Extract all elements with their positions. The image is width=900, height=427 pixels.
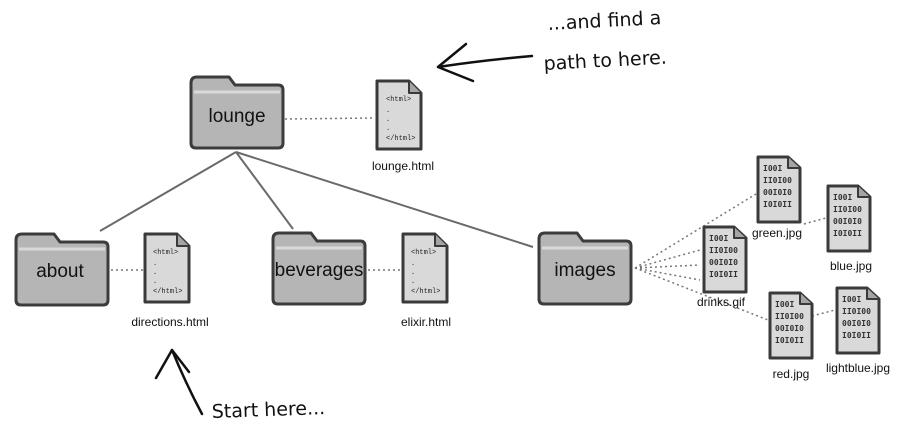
file-red-jpg: I00I II0I00 00I0I0 I0I0II red.jpg bbox=[768, 291, 814, 381]
edge-lounge-beverages bbox=[235, 151, 294, 230]
file-links bbox=[111, 117, 836, 321]
image-bits: II0I00 bbox=[709, 246, 738, 255]
arrow-left-icon bbox=[436, 54, 534, 69]
link-blue-jpg bbox=[803, 217, 827, 225]
link-red-jpg bbox=[634, 267, 769, 321]
link-drinks-gif-b bbox=[634, 264, 701, 269]
arrow-up-icon bbox=[170, 348, 204, 416]
file-green-jpg-label: green.jpg bbox=[752, 226, 802, 240]
link-lightblue-jpg bbox=[811, 309, 836, 317]
edge-lounge-about bbox=[99, 151, 237, 232]
annotation-bottom-text: Start here... bbox=[211, 397, 325, 423]
arrowhead-icon bbox=[154, 348, 191, 380]
image-bits: I00I bbox=[709, 234, 728, 243]
edge-lounge-images bbox=[235, 151, 534, 248]
image-bits: 00I0I0 bbox=[842, 319, 871, 328]
file-drinks-gif-label: drinks.gif bbox=[697, 295, 746, 309]
folder-lounge: lounge bbox=[189, 75, 285, 150]
folder-about-label: about bbox=[36, 261, 84, 282]
folder-beverages: beverages bbox=[271, 231, 367, 306]
file-drinks-gif: I00I II0I00 00I0I0 I0I0II drinks.gif bbox=[697, 225, 748, 309]
file-elixir-html: <html> . . . </html> elixir.html bbox=[401, 232, 451, 329]
code-dot: . bbox=[153, 278, 157, 286]
code-close-tag: </html> bbox=[153, 288, 182, 296]
code-open-tag: <html> bbox=[386, 96, 411, 104]
annotation-top-line2: path to here. bbox=[543, 47, 667, 75]
folder-images-label: images bbox=[554, 260, 615, 281]
code-dot: . bbox=[386, 107, 390, 115]
image-bits: II0I00 bbox=[833, 205, 862, 214]
code-open-tag: <html> bbox=[411, 249, 436, 257]
code-open-tag: <html> bbox=[153, 249, 178, 257]
image-bits: I0I0II bbox=[709, 270, 738, 279]
link-lounge-html bbox=[284, 117, 376, 120]
code-dot: . bbox=[386, 116, 390, 124]
link-drinks-gif-a bbox=[634, 249, 701, 269]
image-bits: I00I bbox=[763, 164, 782, 173]
image-bits: I0I0II bbox=[833, 229, 862, 238]
arrowhead-icon bbox=[436, 42, 475, 83]
code-dot: . bbox=[411, 278, 415, 286]
image-bits: 00I0I0 bbox=[775, 324, 804, 333]
image-bits: 00I0I0 bbox=[709, 258, 738, 267]
file-lightblue-jpg-label: lightblue.jpg bbox=[826, 361, 890, 375]
code-dot: . bbox=[153, 260, 157, 268]
code-dot: . bbox=[386, 125, 390, 133]
file-red-jpg-label: red.jpg bbox=[773, 367, 810, 381]
image-bits: I00I bbox=[842, 295, 861, 304]
code-dot: . bbox=[153, 269, 157, 277]
image-bits: I0I0II bbox=[842, 331, 871, 340]
image-bits: I0I0II bbox=[763, 200, 792, 209]
annotation-bottom: Start here... bbox=[154, 348, 325, 423]
folder-images: images bbox=[537, 231, 633, 306]
image-bits: I00I bbox=[775, 300, 794, 309]
file-blue-jpg-label: blue.jpg bbox=[830, 259, 872, 273]
link-green-jpg bbox=[634, 193, 757, 269]
file-elixir-html-label: elixir.html bbox=[401, 315, 451, 329]
tree-edges bbox=[99, 151, 534, 248]
folder-lounge-label: lounge bbox=[208, 106, 265, 127]
image-bits: II0I00 bbox=[775, 312, 804, 321]
image-bits: 00I0I0 bbox=[833, 217, 862, 226]
folder-beverages-label: beverages bbox=[275, 260, 364, 281]
image-bits: II0I00 bbox=[842, 307, 871, 316]
file-directions-html-label: directions.html bbox=[131, 315, 208, 329]
folder-about: about bbox=[14, 232, 110, 307]
code-dot: . bbox=[411, 260, 415, 268]
file-green-jpg: I00I II0I00 00I0I0 I0I0II green.jpg bbox=[752, 155, 802, 240]
code-dot: . bbox=[411, 269, 415, 277]
image-bits: II0I00 bbox=[763, 176, 792, 185]
code-close-tag: </html> bbox=[411, 288, 440, 296]
file-lightblue-jpg: I00I II0I00 00I0I0 I0I0II lightblue.jpg bbox=[826, 286, 890, 375]
code-close-tag: </html> bbox=[386, 135, 415, 143]
annotation-top: ...and find a path to here. bbox=[436, 7, 667, 83]
annotation-top-line1: ...and find a bbox=[547, 7, 662, 35]
file-lounge-html: <html> . . . </html> lounge.html bbox=[372, 79, 434, 173]
link-drinks-gif-c bbox=[634, 267, 701, 281]
file-lounge-html-label: lounge.html bbox=[372, 159, 434, 173]
image-bits: 00I0I0 bbox=[763, 188, 792, 197]
image-bits: I00I bbox=[833, 193, 852, 202]
file-directions-html: <html> . . . </html> directions.html bbox=[131, 232, 209, 329]
file-blue-jpg: I00I II0I00 00I0I0 I0I0II blue.jpg bbox=[826, 184, 872, 273]
image-bits: I0I0II bbox=[775, 336, 804, 345]
